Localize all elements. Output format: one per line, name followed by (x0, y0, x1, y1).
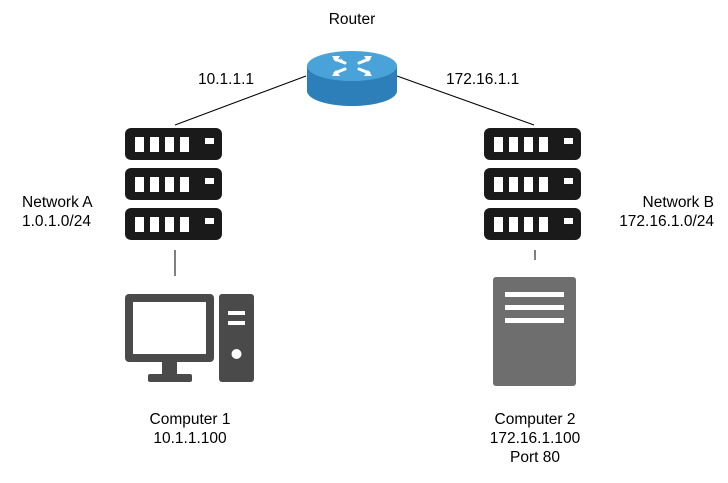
computer-2-port: Port 80 (510, 449, 560, 466)
computer-2-ip: 172.16.1.100 (489, 430, 581, 447)
switch-stack-icon (484, 128, 581, 240)
link-router-network-b (396, 75, 535, 126)
link-router-network-a (174, 75, 307, 126)
network-a-cidr: 1.0.1.0/24 (22, 213, 91, 230)
network-a-name: Network A (22, 194, 93, 211)
desktop-computer-icon (125, 294, 254, 382)
switch-stack-icon (125, 128, 222, 240)
router-icon (307, 51, 397, 106)
router-label: Router (328, 11, 376, 28)
computer-1-ip: 10.1.1.100 (153, 430, 227, 447)
router-right-ip: 172.16.1.1 (446, 71, 520, 88)
router-left-ip: 10.1.1.1 (198, 71, 255, 88)
network-b-name: Network B (642, 194, 715, 211)
network-b-cidr: 172.16.1.0/24 (619, 213, 714, 230)
computer-2-name: Computer 2 (494, 411, 576, 428)
server-icon (493, 277, 576, 386)
computer-1-name: Computer 1 (149, 411, 231, 428)
